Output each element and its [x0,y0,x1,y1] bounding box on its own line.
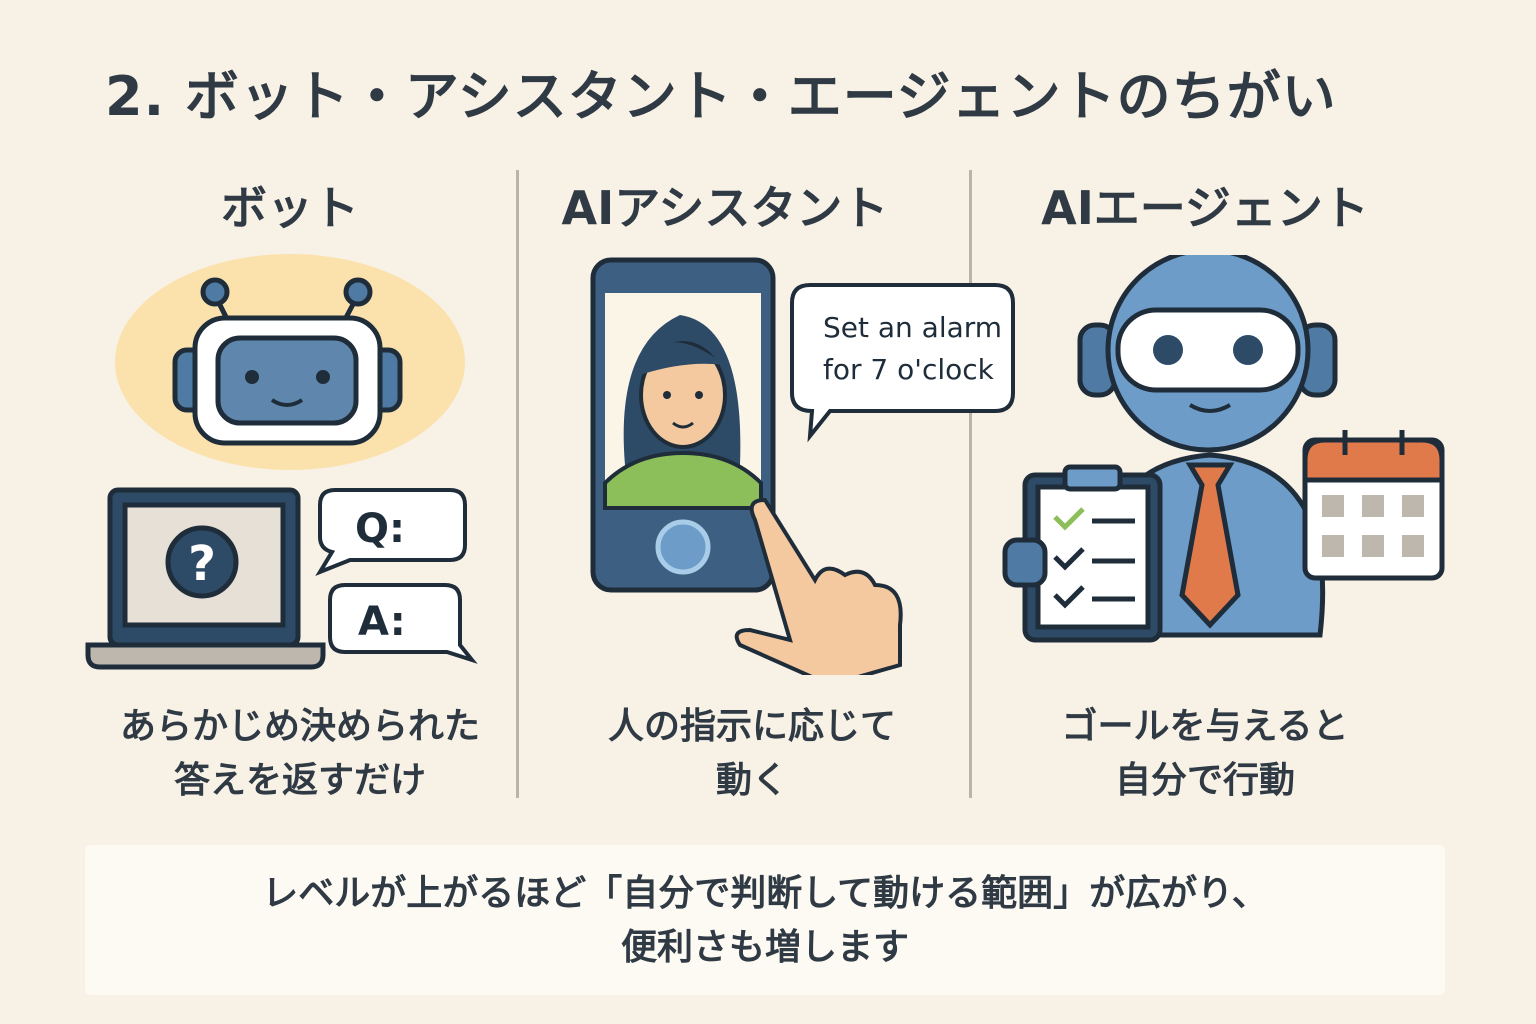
bubble-line1: Set an alarm [823,311,1002,344]
divider [969,170,972,798]
bubble-answer: A: [358,599,406,645]
agent-illustration [1002,255,1445,643]
desc-line: 人の指示に応じて [607,706,896,747]
desc-line: あらかじめ決められた [119,706,480,747]
note-line: レベルが上がるほど「自分で判断して動ける範囲」が広がり、 [262,873,1268,914]
desc-bot: あらかじめ決められた 答えを返すだけ [80,700,520,808]
desc-line: 自分で行動 [1114,760,1295,801]
assistant-illustration: Set an alarm for 7 o'clock [590,257,1015,675]
summary-note: レベルが上がるほど「自分で判断して動ける範囲」が広がり、 便利さも増します [85,845,1445,995]
checklist-icon [1053,507,1135,609]
desc-line: 答えを返すだけ [173,760,426,801]
bot-illustration: ? Q: A: [85,254,478,670]
note-line: 便利さも増します [620,927,909,968]
heading-bot: ボット [221,181,359,235]
desc-assistant: 人の指示に応じて 動く [532,700,972,808]
desc-line: 動く [715,760,788,801]
desc-line: ゴールを与えると [1061,706,1349,747]
hand-icon [734,497,903,675]
bubble-question: Q: [355,506,405,552]
page-title: 2. ボット・アシスタント・エージェントのちがい [105,65,1337,128]
heading-assistant: AIアシスタント [561,181,889,235]
heading-agent: AIエージェント [1041,181,1369,235]
question-mark-icon: ? [188,536,216,592]
laptop-icon [85,487,326,670]
desc-agent: ゴールを与えると 自分で行動 [985,700,1425,808]
bubble-line2: for 7 o'clock [823,353,995,386]
divider [516,170,519,798]
